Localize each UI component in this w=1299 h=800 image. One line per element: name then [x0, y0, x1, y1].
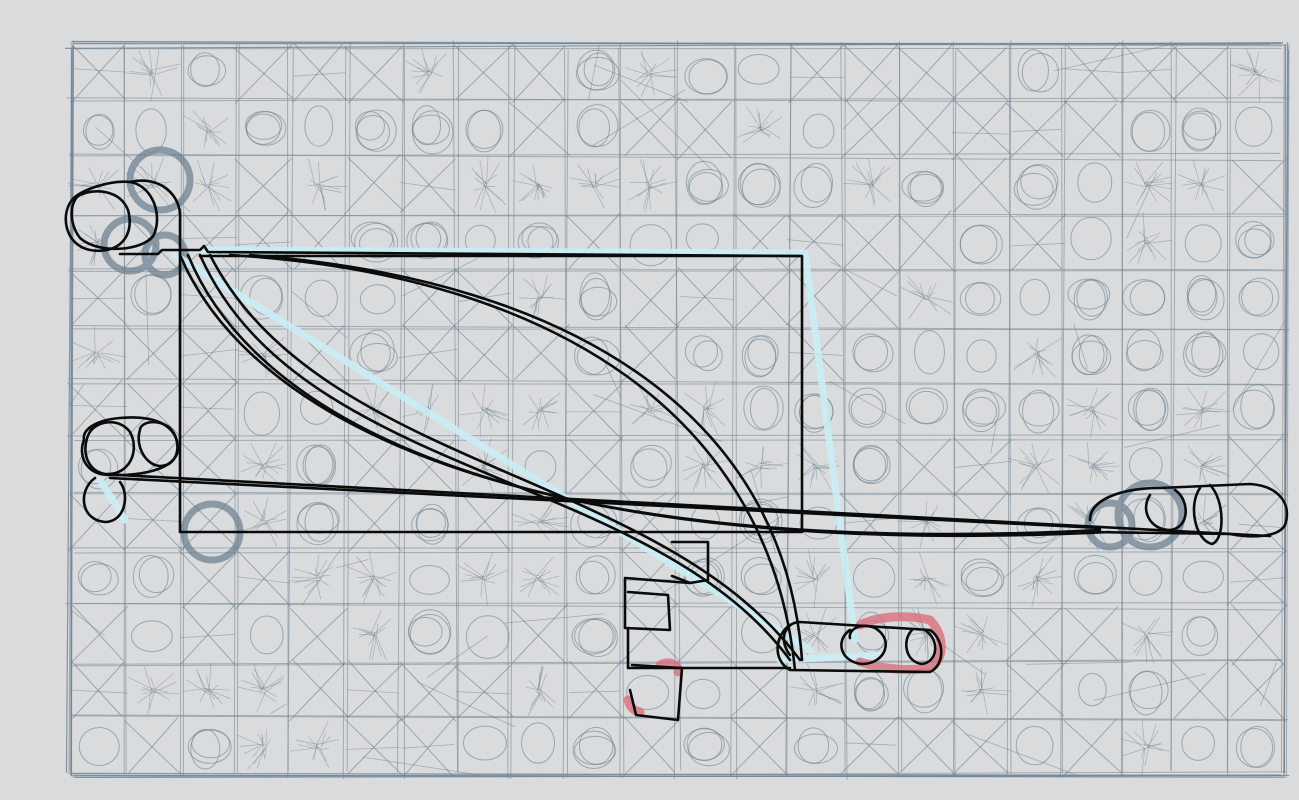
grid-stroke — [68, 269, 1284, 270]
grid-stroke — [288, 44, 289, 771]
grid-stroke — [74, 440, 1286, 441]
